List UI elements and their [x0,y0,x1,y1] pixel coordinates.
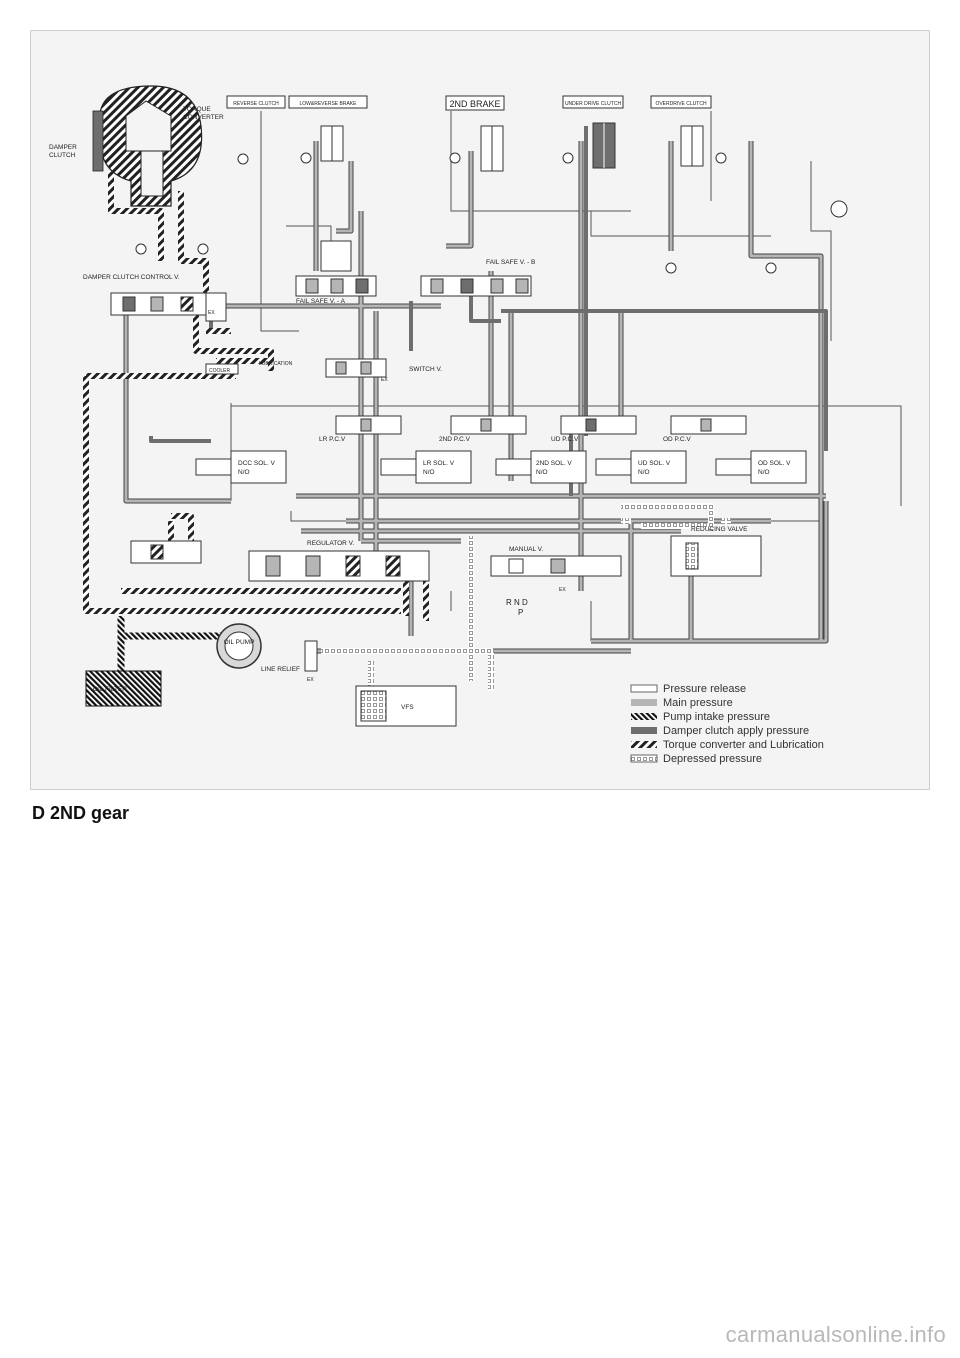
valves [110,240,807,727]
oil-pump-label: OIL PUMP [224,639,255,646]
manual-v-label: MANUAL V. [509,546,543,553]
torque-converter-label-2: CONVERTER [183,114,224,121]
ex-port-label-2: EX [381,377,388,383]
oil-filter-label: OIL FILTER [93,686,127,693]
ud-sol-label: UD SOL. V [638,460,671,467]
legend-swatch-damper [631,727,657,734]
second-sol-sub: N/O [536,469,548,476]
ex-port-label-1: EX [208,310,215,316]
header-second-brake: 2ND BRAKE [449,99,500,109]
fail-safe-b-label: FAIL SAFE V. - B [486,259,535,266]
od-pcv-label: OD P.C.V [663,436,691,443]
ex-port-label-4: EX [307,677,314,683]
accumulators [320,122,704,172]
lr-sol-label: LR SOL. V [423,460,455,467]
main-pressure-fill [124,141,828,653]
pipe-network [83,111,902,711]
dcc-sol-label: DCC SOL. V [238,460,276,467]
legend-swatch-main [631,699,657,706]
manual-range-p: P [518,608,523,617]
ud-pcv-label: UD P.C.V [551,436,579,443]
legend-swatch-tc [631,741,657,748]
second-pcv-label: 2ND P.C.V [439,436,471,443]
legend-swatch-release [630,684,658,693]
figure-caption: D 2ND gear [32,803,130,823]
ud-sol-sub: N/O [638,469,650,476]
legend-swatch-intake [631,713,657,720]
diagram-canvas: TORQUE CONVERTER DAMPER CLUTCH REVERSE C… [49,85,902,765]
regulator-v-label: REGULATOR V. [307,540,354,547]
legend-label-depressed: Depressed pressure [663,753,762,765]
od-sol-sub: N/O [758,469,770,476]
tc-lube-lines [83,171,429,621]
lr-sol-sub: N/O [423,469,435,476]
ex-port-label-3: EX [559,587,566,593]
legend-label-intake: Pump intake pressure [663,711,770,723]
dcc-sol-sub: N/O [238,469,250,476]
line-relief-label: LINE RELIEF [261,666,300,673]
legend: Pressure release Main pressure Pump inta… [630,683,824,765]
lr-pcv-label: LR P.C.V [319,436,346,443]
od-sol-label: OD SOL. V [758,460,791,467]
legend-label-main: Main pressure [663,697,733,709]
torque-converter [92,85,203,207]
legend-label-tc: Torque converter and Lubrication [663,739,824,751]
lubrication-label: LUBRICATION [259,361,293,367]
manual-range-rnd: R N D [506,598,528,607]
reducing-valve-label: REDUCING VALVE [691,526,748,533]
component-labels: DAMPER CLUTCH CONTROL V. FAIL SAFE V. - … [83,259,791,711]
hydraulic-circuit-diagram: TORQUE CONVERTER DAMPER CLUTCH REVERSE C… [30,30,930,790]
check-ports [135,152,848,274]
vfs-label: VFS [401,704,414,711]
header-low-reverse-brake: LOW&REVERSE BRAKE [300,101,358,107]
header-reverse-clutch: REVERSE CLUTCH [233,101,279,107]
watermark: carmanualsonline.info [725,1322,946,1347]
component-headers: REVERSE CLUTCH LOW&REVERSE BRAKE 2ND BRA… [226,95,712,111]
depressed-lines [321,503,731,711]
header-overdrive-clutch: OVERDRIVE CLUTCH [655,101,707,107]
oil-filter [85,670,162,707]
damper-clutch-label-2: CLUTCH [49,152,76,159]
legend-label-damper: Damper clutch apply pressure [663,725,809,737]
legend-label-release: Pressure release [663,683,746,695]
cooler-label: COOLER [209,368,231,374]
fail-safe-a-label: FAIL SAFE V. - A [296,298,346,305]
cooler-box [205,363,239,375]
torque-converter-label-1: TORQUE [183,106,211,113]
switch-v-label: SWITCH V. [409,366,442,373]
damper-clutch-label-1: DAMPER [49,144,77,151]
damper-clutch-control-label: DAMPER CLUTCH CONTROL V. [83,274,180,281]
header-underdrive-clutch: UNDER DRIVE CLUTCH [565,101,622,107]
second-sol-label: 2ND SOL. V [536,460,572,467]
legend-swatch-depressed [630,754,658,763]
oil-pump [216,623,262,669]
